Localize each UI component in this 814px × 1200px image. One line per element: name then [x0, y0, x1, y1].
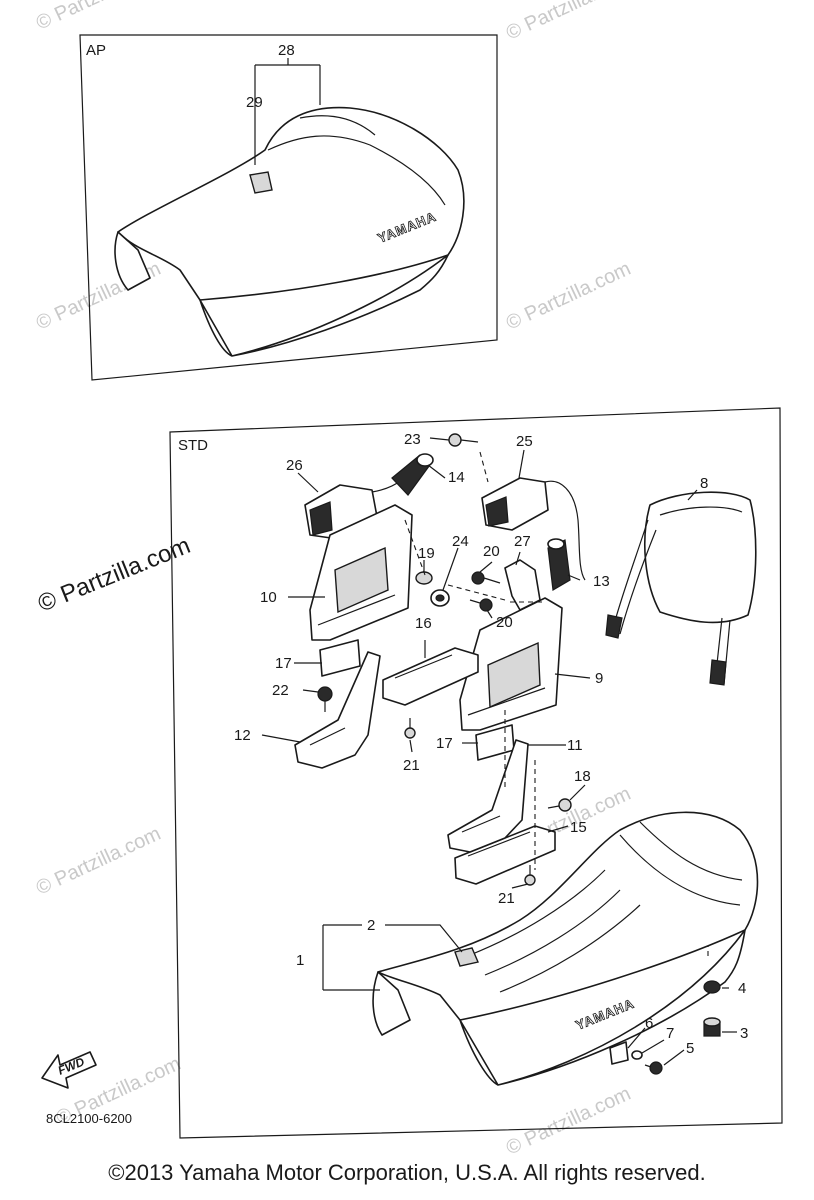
callout-20-upper: 20 — [483, 543, 500, 560]
dash-23-25 — [479, 451, 489, 483]
callout-2: 2 — [367, 917, 375, 934]
fwd-arrow: FWD — [41, 1051, 97, 1089]
ap-seat: YAMAHA — [114, 106, 465, 357]
watermark-text: © Partzilla.com — [503, 0, 634, 45]
part-22-bolt — [317, 686, 333, 712]
callout-5: 5 — [686, 1040, 694, 1057]
dash-upper — [404, 519, 545, 603]
leader-lines — [261, 437, 737, 1066]
part-11-bracket — [447, 739, 529, 853]
callout-12: 12 — [234, 727, 251, 744]
part-6-bracket — [609, 1041, 629, 1065]
ap-panel-label: AP — [86, 42, 106, 59]
part-13-grip — [547, 538, 571, 591]
callout-1: 1 — [296, 952, 304, 969]
callout-17-upper: 17 — [275, 655, 292, 672]
part-21-bolt-lower — [524, 865, 536, 886]
part-3-damper — [703, 1017, 721, 1037]
callout-16: 16 — [415, 615, 432, 632]
std-panel: STD — [41, 407, 783, 1139]
std-panel-label: STD — [178, 437, 208, 454]
part-7-washer — [631, 1050, 643, 1060]
part-14-grip — [391, 453, 434, 496]
callout-28: 28 — [278, 42, 295, 59]
callout-18: 18 — [574, 768, 591, 785]
part-4-grommet — [703, 980, 721, 994]
callout-26: 26 — [286, 457, 303, 474]
ap-panel: AP YAMAHA 28 29 — [79, 34, 498, 381]
callout-11: 11 — [567, 737, 583, 754]
part-18-bolt — [547, 798, 572, 812]
diagram-code: 8CL2100-6200 — [46, 1111, 132, 1126]
std-panel-border — [169, 407, 783, 1139]
callout-21-lower: 21 — [498, 890, 515, 907]
part-24-clamp — [430, 589, 450, 607]
part-5-bolt — [644, 1061, 663, 1075]
part-16-pad — [382, 647, 479, 706]
callout-17-lower: 17 — [436, 735, 453, 752]
seat-brand: YAMAHA — [574, 996, 637, 1033]
callout-13: 13 — [593, 573, 610, 590]
part-12-bracket — [294, 651, 381, 769]
part-10-bracket — [309, 504, 413, 641]
watermark-text: © Partzilla.com — [503, 258, 634, 335]
callout-22: 22 — [272, 682, 289, 699]
watermark-large: © Partzilla.com — [34, 532, 194, 618]
callout-7: 7 — [666, 1025, 674, 1042]
callout-25: 25 — [516, 433, 533, 450]
part-1-seat: YAMAHA — [372, 811, 759, 1086]
part-23-screw — [448, 433, 479, 447]
callout-24: 24 — [452, 533, 469, 550]
ap-seat-strap — [249, 171, 273, 194]
callout-9: 9 — [595, 670, 603, 687]
part-8-backrest — [605, 491, 757, 686]
callout-3: 3 — [740, 1025, 748, 1042]
part-20-bolt-lower — [469, 598, 493, 612]
dash-lower — [504, 710, 536, 870]
part-21-bolt-upper — [404, 718, 416, 739]
watermark-text: © Partzilla.com — [33, 0, 164, 35]
part-17-spacer-upper — [319, 639, 361, 677]
callout-23: 23 — [404, 431, 421, 448]
watermark-text: © Partzilla.com — [503, 1083, 634, 1160]
part-20-bolt-upper — [471, 571, 501, 585]
callout-8: 8 — [700, 475, 708, 492]
ap-leader-lines — [254, 58, 321, 165]
callout-27: 27 — [514, 533, 531, 550]
callout-19: 19 — [418, 545, 435, 562]
copyright-notice: ©2013 Yamaha Motor Corporation, U.S.A. A… — [108, 1160, 706, 1185]
part-25-housing — [481, 477, 586, 581]
ap-panel-border — [79, 34, 498, 381]
callout-29: 29 — [246, 94, 263, 111]
part-9-bracket — [459, 597, 563, 731]
callout-14: 14 — [448, 469, 465, 486]
watermark-text: © Partzilla.com — [33, 823, 164, 900]
callout-4: 4 — [738, 980, 746, 997]
part-27-bracket — [504, 559, 541, 611]
callout-20-lower: 20 — [496, 614, 513, 631]
seat-strap — [454, 947, 479, 967]
callout-10: 10 — [260, 589, 277, 606]
callout-21-upper: 21 — [403, 757, 420, 774]
callout-15: 15 — [570, 819, 587, 836]
callout-6: 6 — [645, 1015, 653, 1032]
